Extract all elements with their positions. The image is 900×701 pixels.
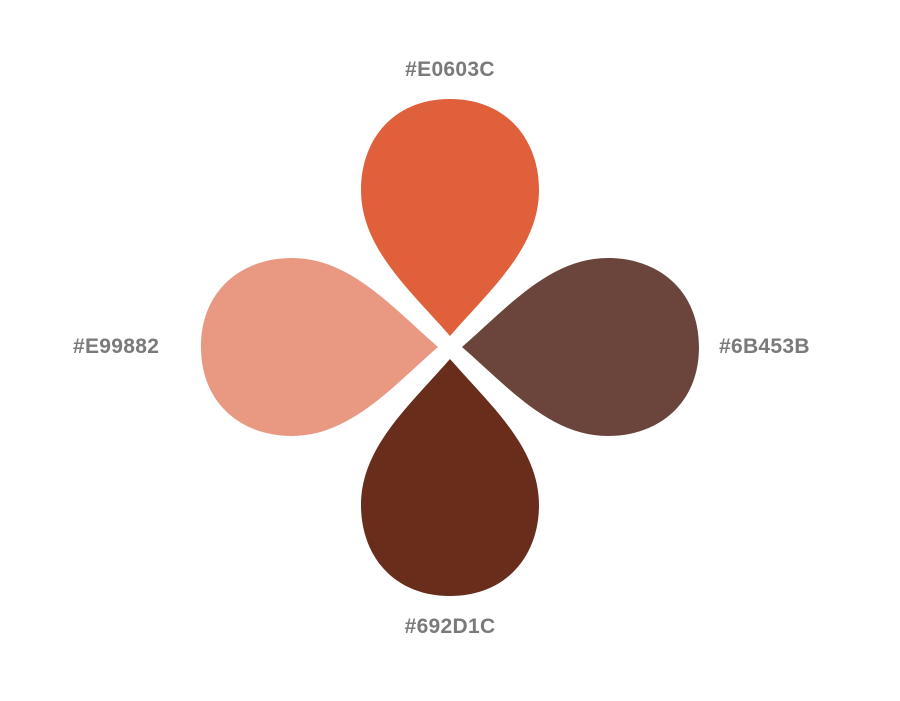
hex-label-bottom: #692D1C [404, 615, 496, 638]
petal-right-swatch [462, 258, 699, 436]
petal-left-swatch [201, 258, 438, 436]
hex-label-right: #6B453B [719, 335, 810, 358]
hex-label-top: #E0603C [405, 58, 495, 81]
hex-label-left: #E99882 [73, 335, 160, 358]
petal-bottom-swatch [361, 359, 539, 596]
petal-top-swatch [361, 99, 539, 336]
